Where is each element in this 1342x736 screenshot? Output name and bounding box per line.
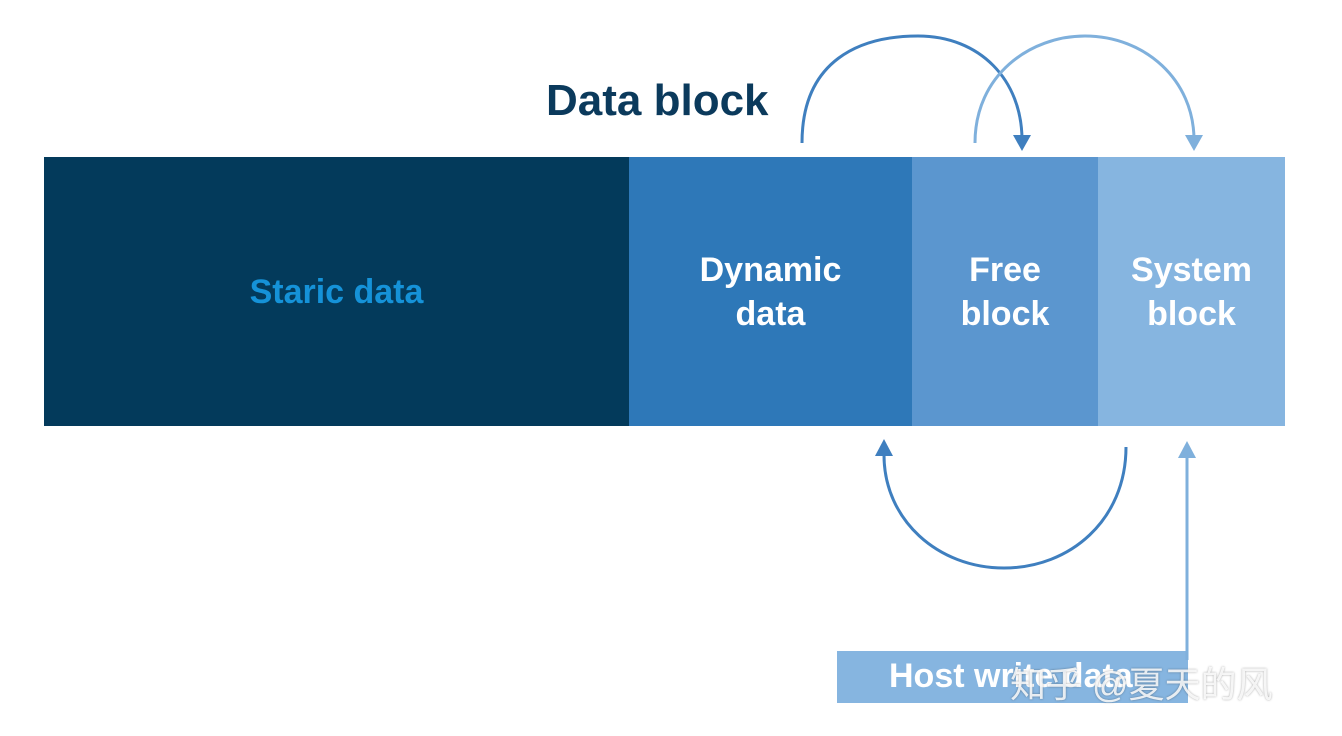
watermark: 知乎 @夏天的风 bbox=[1010, 664, 1273, 705]
free-to-system-arrowhead bbox=[1185, 135, 1203, 151]
static-data-label: Staric data bbox=[249, 272, 424, 311]
free-to-system-arrow bbox=[973, 34, 1196, 144]
host-write-data-box: Host write data bbox=[837, 651, 1188, 703]
host-write-data-label: Host write data bbox=[889, 657, 1133, 695]
dynamic-to-free-arrowhead bbox=[1013, 135, 1031, 151]
system-block-label-line1: System bbox=[1131, 250, 1252, 289]
free-block-label-line2: block bbox=[960, 294, 1050, 333]
dynamic-data-label-line1: Dynamic bbox=[699, 250, 842, 289]
system-block-label-line2: block bbox=[1147, 294, 1236, 333]
system-block-segment: System block bbox=[1098, 157, 1285, 426]
dynamic-data-segment: Dynamic data bbox=[629, 157, 912, 426]
dynamic-data-label-line2: data bbox=[735, 294, 806, 333]
host-to-system-arrowhead bbox=[1178, 441, 1196, 458]
free-block-segment: Free block bbox=[912, 157, 1098, 426]
dynamic-to-free-arrow bbox=[800, 34, 1024, 144]
free-block-label-line1: Free bbox=[969, 250, 1041, 289]
static-data-segment: Staric data bbox=[44, 157, 629, 426]
system-to-dynamic-arrow bbox=[882, 446, 1128, 570]
diagram-title: Data block bbox=[546, 76, 769, 125]
system-to-dynamic-arrowhead bbox=[875, 439, 893, 456]
